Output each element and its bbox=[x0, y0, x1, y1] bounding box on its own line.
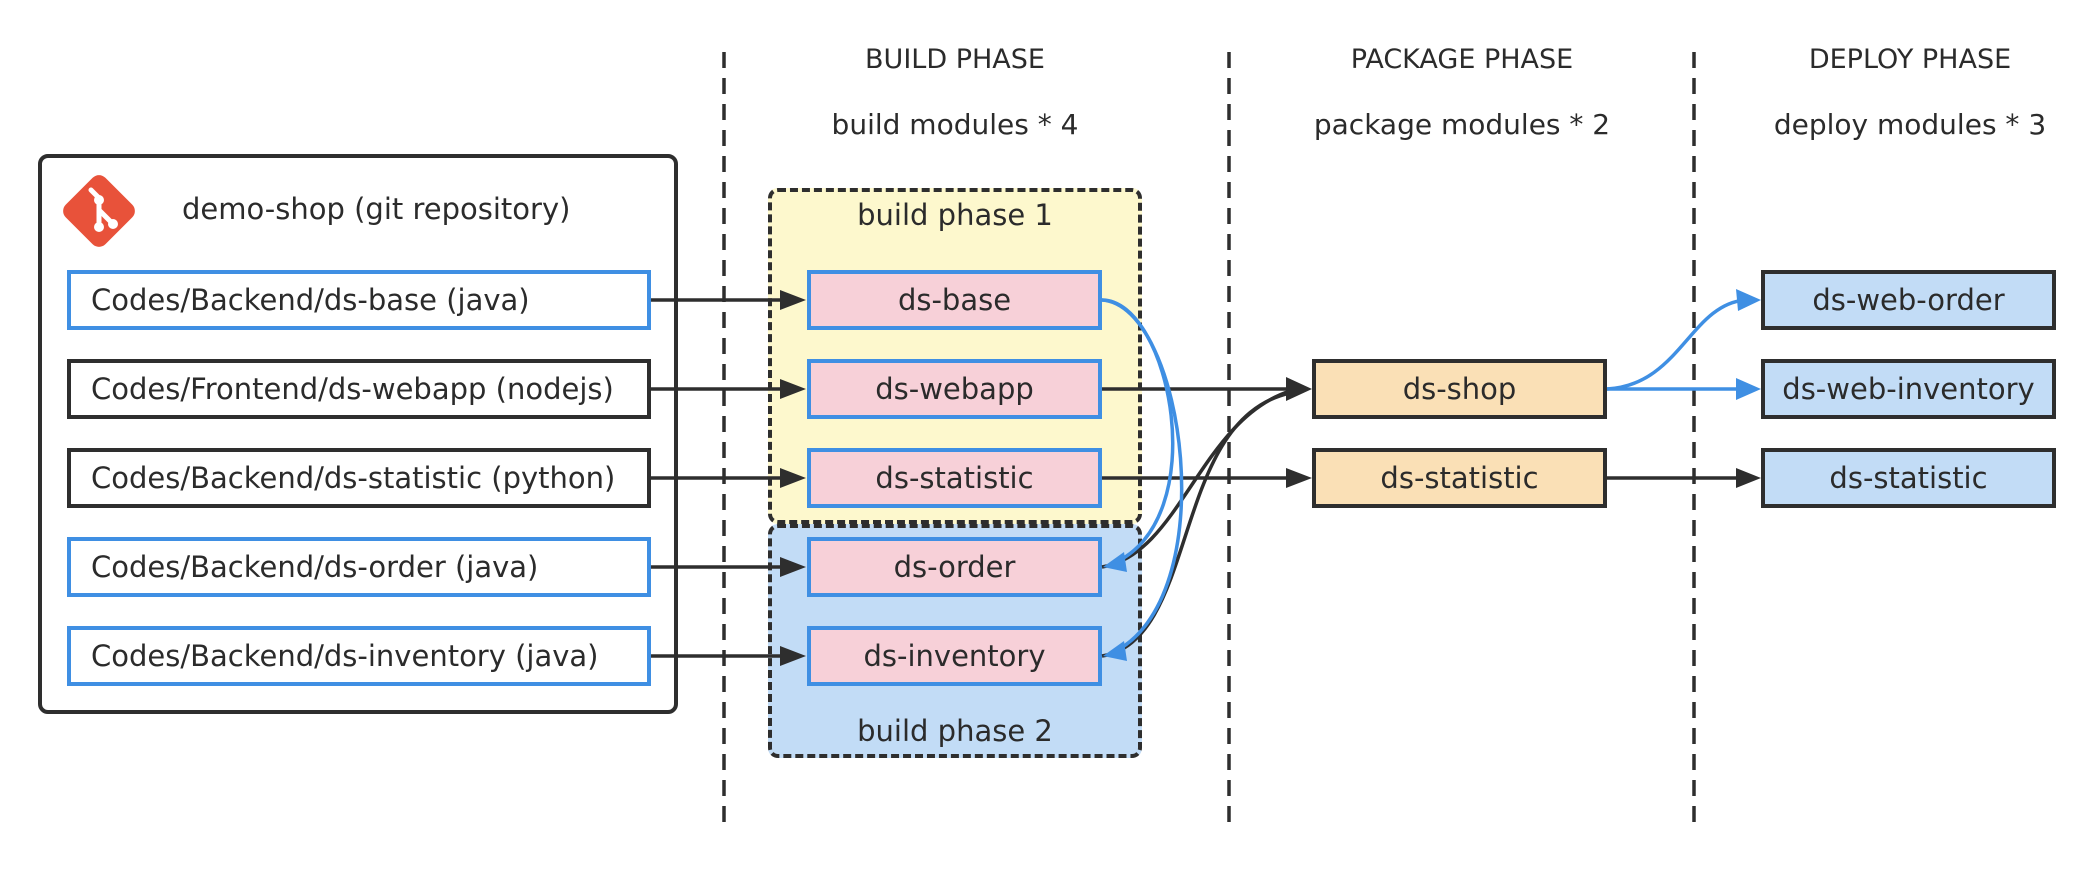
source-ds-webapp: Codes/Frontend/ds-webapp (nodejs) bbox=[67, 359, 651, 419]
package-phase-subtitle: package modules * 2 bbox=[1313, 108, 1611, 141]
repository-title: demo-shop (git repository) bbox=[182, 192, 571, 226]
source-ds-statistic: Codes/Backend/ds-statistic (python) bbox=[67, 448, 651, 508]
arrowhead-base-order bbox=[1103, 552, 1127, 572]
link-base-to-inventory bbox=[1101, 298, 1184, 655]
deploy-ds-web-order: ds-web-order bbox=[1761, 270, 2056, 330]
deploy-phase-subtitle: deploy modules * 3 bbox=[1773, 108, 2047, 141]
git-logo-icon bbox=[63, 175, 135, 247]
build-phase-subtitle: build modules * 4 bbox=[831, 108, 1079, 141]
build-ds-base: ds-base bbox=[807, 270, 1102, 330]
arrowhead-web-inventory bbox=[1736, 378, 1761, 400]
arrowhead-4 bbox=[780, 557, 806, 577]
git-repository-box bbox=[38, 154, 678, 714]
build-ds-order: ds-order bbox=[807, 537, 1102, 597]
build-ds-inventory: ds-inventory bbox=[807, 626, 1102, 686]
arrowhead-5 bbox=[780, 646, 806, 666]
source-ds-order: Codes/Backend/ds-order (java) bbox=[67, 537, 651, 597]
arrowhead-web-order bbox=[1736, 289, 1761, 311]
build-phase-title: BUILD PHASE bbox=[865, 44, 1045, 75]
package-ds-statistic: ds-statistic bbox=[1312, 448, 1607, 508]
build-phase-2-label: build phase 2 bbox=[857, 714, 1053, 748]
arrow-shop-to-web-order bbox=[1606, 298, 1746, 391]
arrowhead-pkg-statistic bbox=[1286, 468, 1312, 488]
source-ds-base: Codes/Backend/ds-base (java) bbox=[67, 270, 651, 330]
deploy-ds-web-inventory: ds-web-inventory bbox=[1761, 359, 2056, 419]
arrowhead-3 bbox=[780, 468, 806, 488]
arrowhead-deploy-statistic bbox=[1736, 468, 1761, 488]
package-ds-shop: ds-shop bbox=[1312, 359, 1607, 419]
package-phase-title: PACKAGE PHASE bbox=[1350, 44, 1574, 75]
arrowhead-base-inventory bbox=[1103, 641, 1127, 661]
arrowhead-2 bbox=[780, 379, 806, 399]
arrowhead-shop bbox=[1286, 377, 1312, 401]
deploy-phase-title: DEPLOY PHASE bbox=[1808, 44, 2012, 75]
build-ds-statistic: ds-statistic bbox=[807, 448, 1102, 508]
arrow-inventory-to-shop bbox=[1101, 391, 1291, 658]
build-phase-1-label: build phase 1 bbox=[857, 198, 1053, 232]
build-ds-webapp: ds-webapp bbox=[807, 359, 1102, 419]
source-ds-inventory: Codes/Backend/ds-inventory (java) bbox=[67, 626, 651, 686]
deploy-ds-statistic: ds-statistic bbox=[1761, 448, 2056, 508]
arrowhead-1 bbox=[780, 290, 806, 310]
